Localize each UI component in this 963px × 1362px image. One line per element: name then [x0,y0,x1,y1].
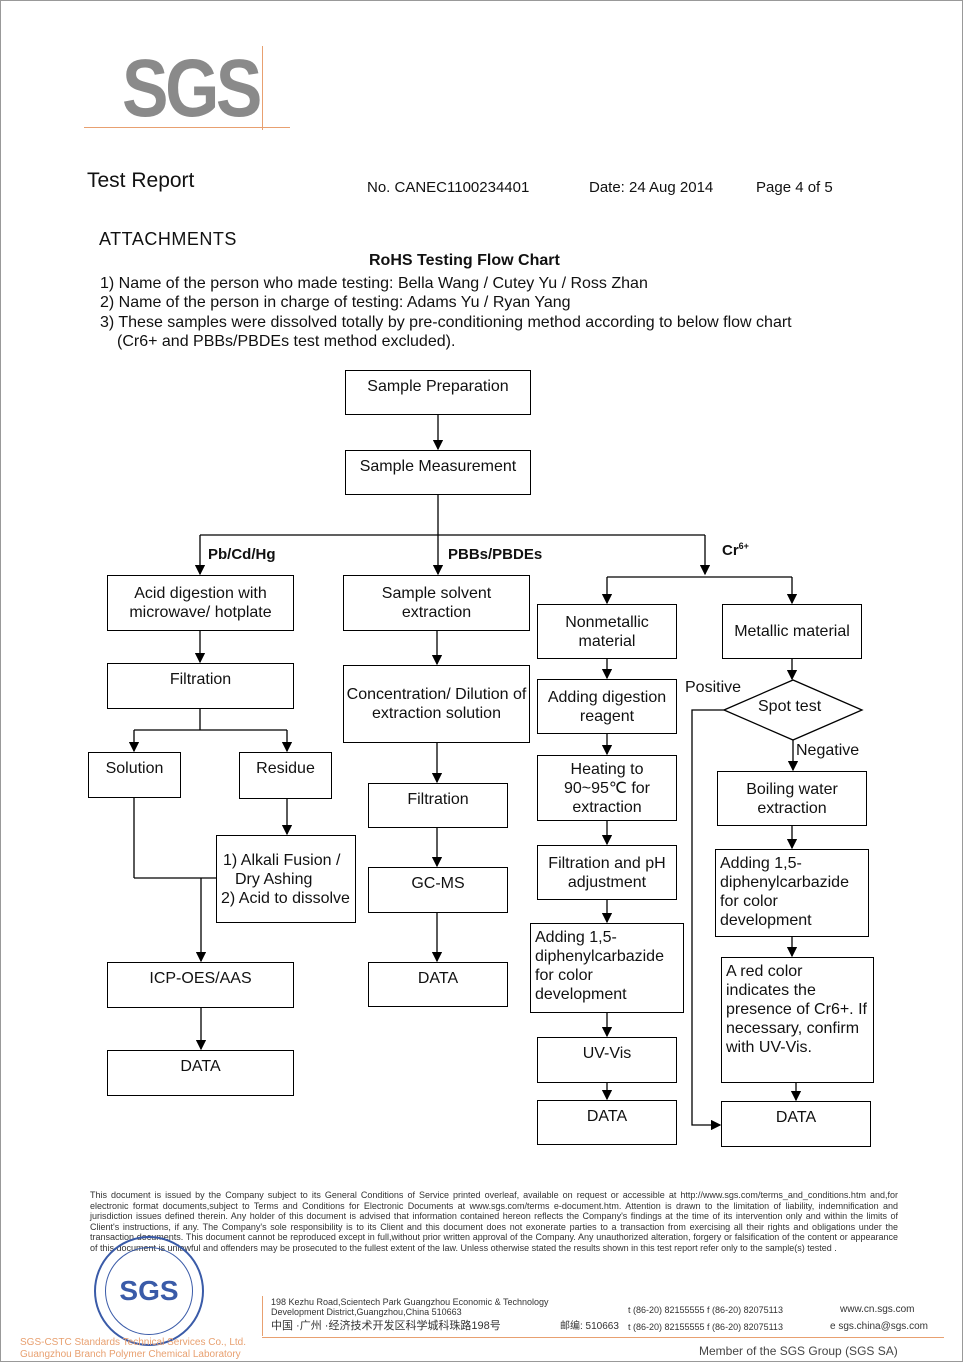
negative-label: Negative [796,742,860,759]
icp-box: ICP-OES/AAS [107,962,294,1008]
note-2: 2) Name of the person in charge of testi… [100,294,571,311]
footer-hline [262,1337,944,1338]
nonmetallic-box: Nonmetallic material [537,604,677,659]
metal-adding-box: Adding 1,5-diphenylcarbazide for color d… [715,849,869,937]
concentration-box: Concentration/ Dilution of extraction so… [343,665,530,743]
report-date: Date: 24 Aug 2014 [589,179,714,196]
heating-box: Heating to 90~95℃ for extraction [537,755,677,821]
note-1: 1) Name of the person who made testing: … [100,275,648,292]
filtration-ph-box: Filtration and pH adjustment [537,845,677,900]
website: www.cn.sgs.com [840,1304,915,1315]
sample-measurement-box: Sample Measurement [345,450,531,495]
gcms-box: GC-MS [368,867,508,913]
metallic-box: Metallic material [722,604,862,659]
branch-label-cr: Cr6+ [722,541,749,559]
red-color-text: A red color indicates the presence of Cr… [726,963,867,1056]
branch-label-metals: Pb/Cd/Hg [208,546,276,563]
member-text: Member of the SGS Group (SGS SA) [699,1344,898,1358]
address-cn: 中国 ·广州 ·经济技术开发区科学城科珠路198号 [271,1320,501,1332]
sample-preparation-box: Sample Preparation [345,370,531,415]
note-3: 3) These samples were dissolved totally … [100,314,792,331]
sgs-stamp: SGS [94,1236,204,1346]
phone-1: t (86-20) 82155555 f (86-20) 82075113 [628,1305,783,1315]
nonmetal-data-box: DATA [537,1100,677,1145]
sgs-logo: SGS [122,43,262,134]
pbb-data-box: DATA [368,962,508,1007]
company-name-2: Guangzhou Branch Polymer Chemical Labora… [20,1349,241,1360]
red-color-box: A red color indicates the presence of Cr… [721,957,874,1083]
chart-title: RoHS Testing Flow Chart [369,252,560,269]
nonmetal-adding-box: Adding 1,5-diphenylcarbazide for color d… [530,923,684,1013]
acid-digestion-box: Acid digestion with microwave/ hotplate [107,575,294,631]
address-en: 198 Kezhu Road,Scientech Park Guangzhou … [271,1297,549,1317]
stamp-text: SGS [119,1275,179,1306]
postcode-cn: 邮编: 510663 [560,1321,619,1332]
email: e sgs.china@sgs.com [830,1321,928,1332]
metals-filtration-box: Filtration [107,663,294,709]
uvvis-box: UV-Vis [537,1037,677,1083]
alkali-step-1: 1) Alkali Fusion / Dry Ashing [223,851,341,888]
residue-box: Residue [239,752,332,799]
page-number: Page 4 of 5 [756,179,833,196]
note-3-cont: (Cr6+ and PBBs/PBDEs test method exclude… [117,333,456,350]
solution-box: Solution [88,752,181,798]
pbb-filtration-box: Filtration [368,783,508,828]
footer-vline [262,1296,263,1336]
spot-test-label: Spot test [758,698,822,715]
alkali-step-2: 2) Acid to dissolve [221,889,350,907]
report-title: Test Report [87,169,195,192]
alkali-fusion-box: 1) Alkali Fusion / Dry Ashing 2) Acid to… [216,835,356,923]
boiling-water-box: Boiling water extraction [717,771,867,826]
solvent-extraction-box: Sample solvent extraction [343,575,530,631]
digestion-reagent-box: Adding digestion reagent [537,679,677,734]
report-number: No. CANEC1100234401 [367,179,530,196]
phone-2: t (86-20) 82155555 f (86-20) 82075113 [628,1322,783,1332]
logo-hline [84,127,290,128]
metal-data-box: DATA [721,1101,871,1147]
metals-data-box: DATA [107,1050,294,1096]
logo-vline [262,46,263,130]
branch-label-pbb: PBBs/PBDEs [448,546,543,563]
company-name-1: SGS-CSTC Standards Technical Services Co… [20,1337,247,1348]
section-title: ATTACHMENTS [99,229,237,249]
positive-label: Positive [685,679,742,696]
footer-disclaimer: This document is issued by the Company s… [90,1190,898,1253]
